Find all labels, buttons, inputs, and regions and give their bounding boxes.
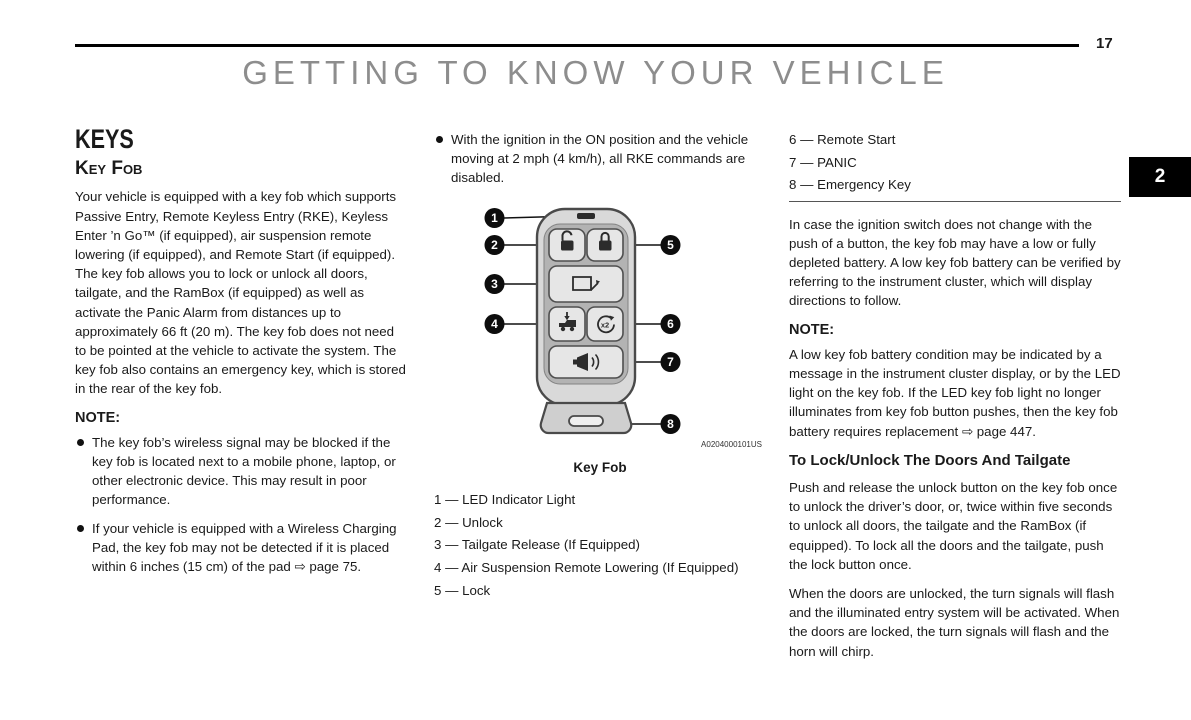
legend-item: 5 — Lock (434, 582, 491, 598)
note-label: NOTE: (75, 409, 121, 426)
tailgate-icon (572, 275, 600, 291)
key-fob-figure: x2 1 2 3 4 (434, 204, 766, 477)
page-title: GETTING TO KNOW YOUR VEHICLE (242, 54, 949, 91)
figure-callouts: 1 2 3 4 5 6 7 8 (484, 207, 681, 434)
callout-8: 8 (667, 417, 674, 431)
list-item: The key fob’s wireless signal may be blo… (75, 433, 407, 510)
callout-7: 7 (667, 355, 674, 369)
header-rule (75, 44, 1079, 47)
page-number: 17 (1096, 35, 1113, 52)
list-item: With the ignition in the ON position and… (434, 130, 766, 188)
callout-3: 3 (491, 277, 498, 291)
legend-item: 1 — LED Indicator Light (434, 491, 576, 507)
list-item: If your vehicle is equipped with a Wirel… (75, 519, 407, 577)
legend-item: 7 — PANIC (789, 154, 857, 170)
legend-divider (789, 200, 1121, 202)
callout-4: 4 (491, 317, 498, 331)
lock-unlock-paragraph: Push and release the unlock button on th… (789, 480, 1118, 572)
remote-start-button (586, 305, 624, 342)
tailgate-release-button (548, 264, 624, 303)
keyring-slot (568, 414, 604, 427)
callout-1: 1 (491, 211, 498, 225)
callout-5: 5 (667, 238, 674, 252)
keyfob-buttons (548, 227, 624, 379)
legend-item: 4 — Air Suspension Remote Lowering (If E… (434, 559, 739, 575)
bullet-text: With the ignition in the ON position and… (451, 132, 749, 186)
unlock-padlock-icon (561, 229, 574, 251)
left-column: KEYS Key Fob Your vehicle is equipped wi… (75, 124, 407, 585)
panic-horn-icon (573, 352, 600, 371)
button-panel (543, 223, 629, 385)
bullet-icon (77, 438, 84, 446)
callout-6: 6 (667, 317, 674, 331)
turn-signals-paragraph: When the doors are unlocked, the turn si… (789, 586, 1120, 659)
note-paragraph: A low key fob battery condition may be i… (789, 346, 1121, 439)
figure-credit: A0204000101US (701, 439, 762, 449)
figure-caption: Key Fob (573, 459, 627, 475)
battery-paragraph: In case the ignition switch does not cha… (789, 216, 1121, 309)
key-fob-heading: Key Fob (75, 158, 143, 180)
keys-heading: KEYS (75, 124, 134, 154)
callout-2: 2 (491, 238, 498, 252)
middle-column: With the ignition in the ON position and… (434, 130, 766, 603)
bullet-text: The key fob’s wireless signal may be blo… (92, 434, 396, 508)
right-column: 6 — Remote Start 7 — PANIC 8 — Emergency… (789, 130, 1121, 671)
note-label: NOTE: (789, 321, 835, 338)
legend-item: 8 — Emergency Key (789, 177, 911, 193)
legend-item: 3 — Tailgate Release (If Equipped) (434, 537, 640, 553)
remote-start-x2-label: x2 (601, 320, 609, 329)
legend-item: 6 — Remote Start (789, 132, 896, 147)
bullet-icon (436, 136, 443, 143)
key-fob-intro: Your vehicle is equipped with a key fob … (75, 189, 406, 397)
air-suspension-icon (559, 311, 576, 331)
bullet-icon (77, 524, 84, 532)
lock-unlock-subheading: To Lock/Unlock The Doors And Tailgate (789, 451, 1071, 469)
chapter-tab: 2 (1129, 157, 1191, 197)
key-fob-illustration: x2 1 2 3 4 (484, 207, 681, 434)
remote-start-icon: x2 (597, 315, 615, 333)
bullet-text: If your vehicle is equipped with a Wirel… (92, 520, 397, 575)
legend-item: 2 — Unlock (434, 514, 503, 530)
lock-padlock-icon (599, 231, 612, 251)
led-indicator-icon (577, 212, 595, 219)
